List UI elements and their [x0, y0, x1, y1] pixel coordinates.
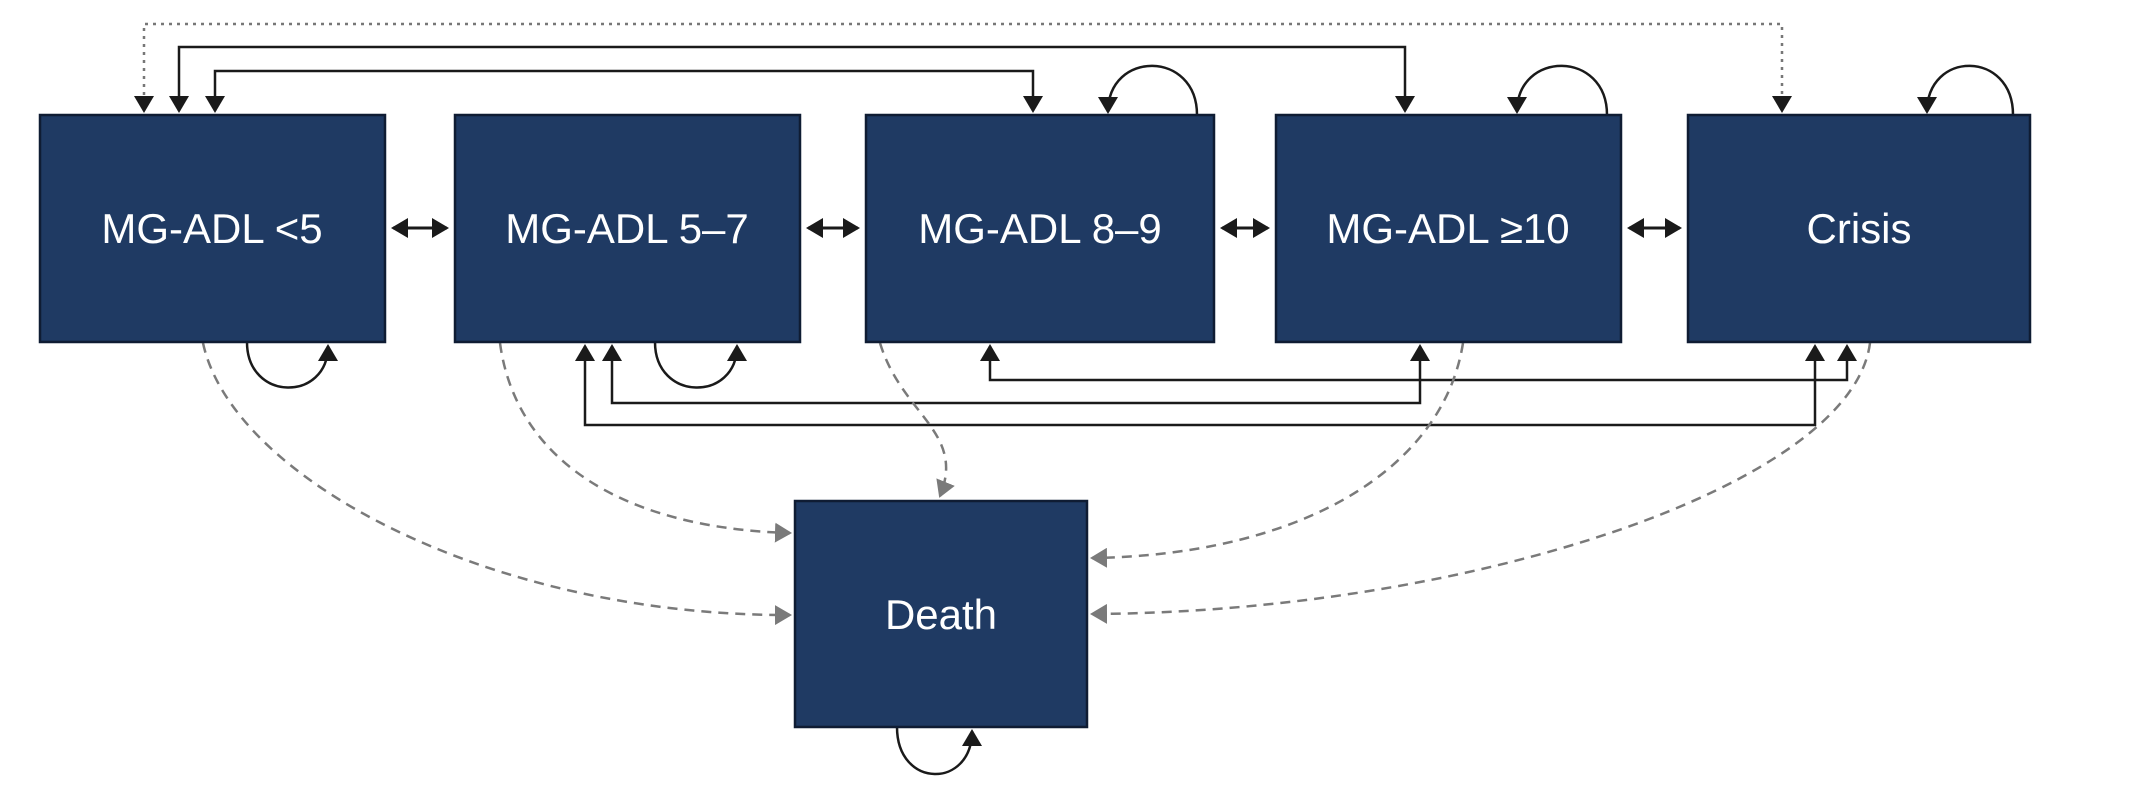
- arrow-8-9-death: [878, 342, 955, 498]
- state-label-death: Death: [885, 591, 997, 638]
- arrow-crisis-death: [1090, 342, 1872, 624]
- state-mgadl-5-7: MG-ADL 5–7: [453, 113, 802, 344]
- arrow-5-7-death: [498, 342, 792, 543]
- arrow-ge10-death: [1090, 342, 1465, 568]
- self-loop-death: [895, 726, 982, 776]
- arrow-lt5-death: [201, 342, 792, 626]
- self-loop-crisis: [1917, 64, 2015, 116]
- state-label-mgadl-5-7: MG-ADL 5–7: [505, 205, 749, 252]
- arrow-5-7-ge10: [602, 344, 1430, 405]
- arrow-lt5-8-9: [205, 69, 1043, 113]
- state-crisis: Crisis: [1686, 113, 2032, 344]
- self-loop-8-9: [1098, 64, 1199, 116]
- state-mgadl-8-9: MG-ADL 8–9: [864, 113, 1216, 344]
- bottom-skip-transitions: [575, 344, 1857, 427]
- state-label-mgadl-ge10: MG-ADL ≥10: [1326, 205, 1569, 252]
- state-box-death: [793, 499, 1089, 729]
- state-box-crisis: [1686, 113, 2032, 344]
- top-skip-transitions: [134, 22, 1792, 113]
- self-loop-5-7: [653, 341, 747, 389]
- arrow-lt5-ge10: [169, 45, 1415, 113]
- arrow-8-9-crisis: [980, 344, 1857, 382]
- state-label-crisis: Crisis: [1807, 205, 1912, 252]
- state-box-mgadl-8-9: [864, 113, 1216, 344]
- state-label-mgadl-lt5: MG-ADL <5: [101, 205, 322, 252]
- self-loop-ge10: [1507, 64, 1609, 116]
- state-box-mgadl-ge10: [1274, 113, 1623, 344]
- arrow-lt5-crisis-dotted: [134, 22, 1792, 113]
- arrow-5-7-crisis: [575, 344, 1825, 427]
- state-mgadl-lt5: MG-ADL <5: [38, 113, 387, 344]
- state-box-mgadl-lt5: [38, 113, 387, 344]
- self-loops: [245, 64, 2015, 776]
- self-loop-lt5: [245, 341, 338, 389]
- state-death: Death: [793, 499, 1089, 729]
- state-box-mgadl-5-7: [453, 113, 802, 344]
- state-label-mgadl-8-9: MG-ADL 8–9: [918, 205, 1162, 252]
- death-transitions: [201, 342, 1872, 626]
- state-mgadl-ge10: MG-ADL ≥10: [1274, 113, 1623, 344]
